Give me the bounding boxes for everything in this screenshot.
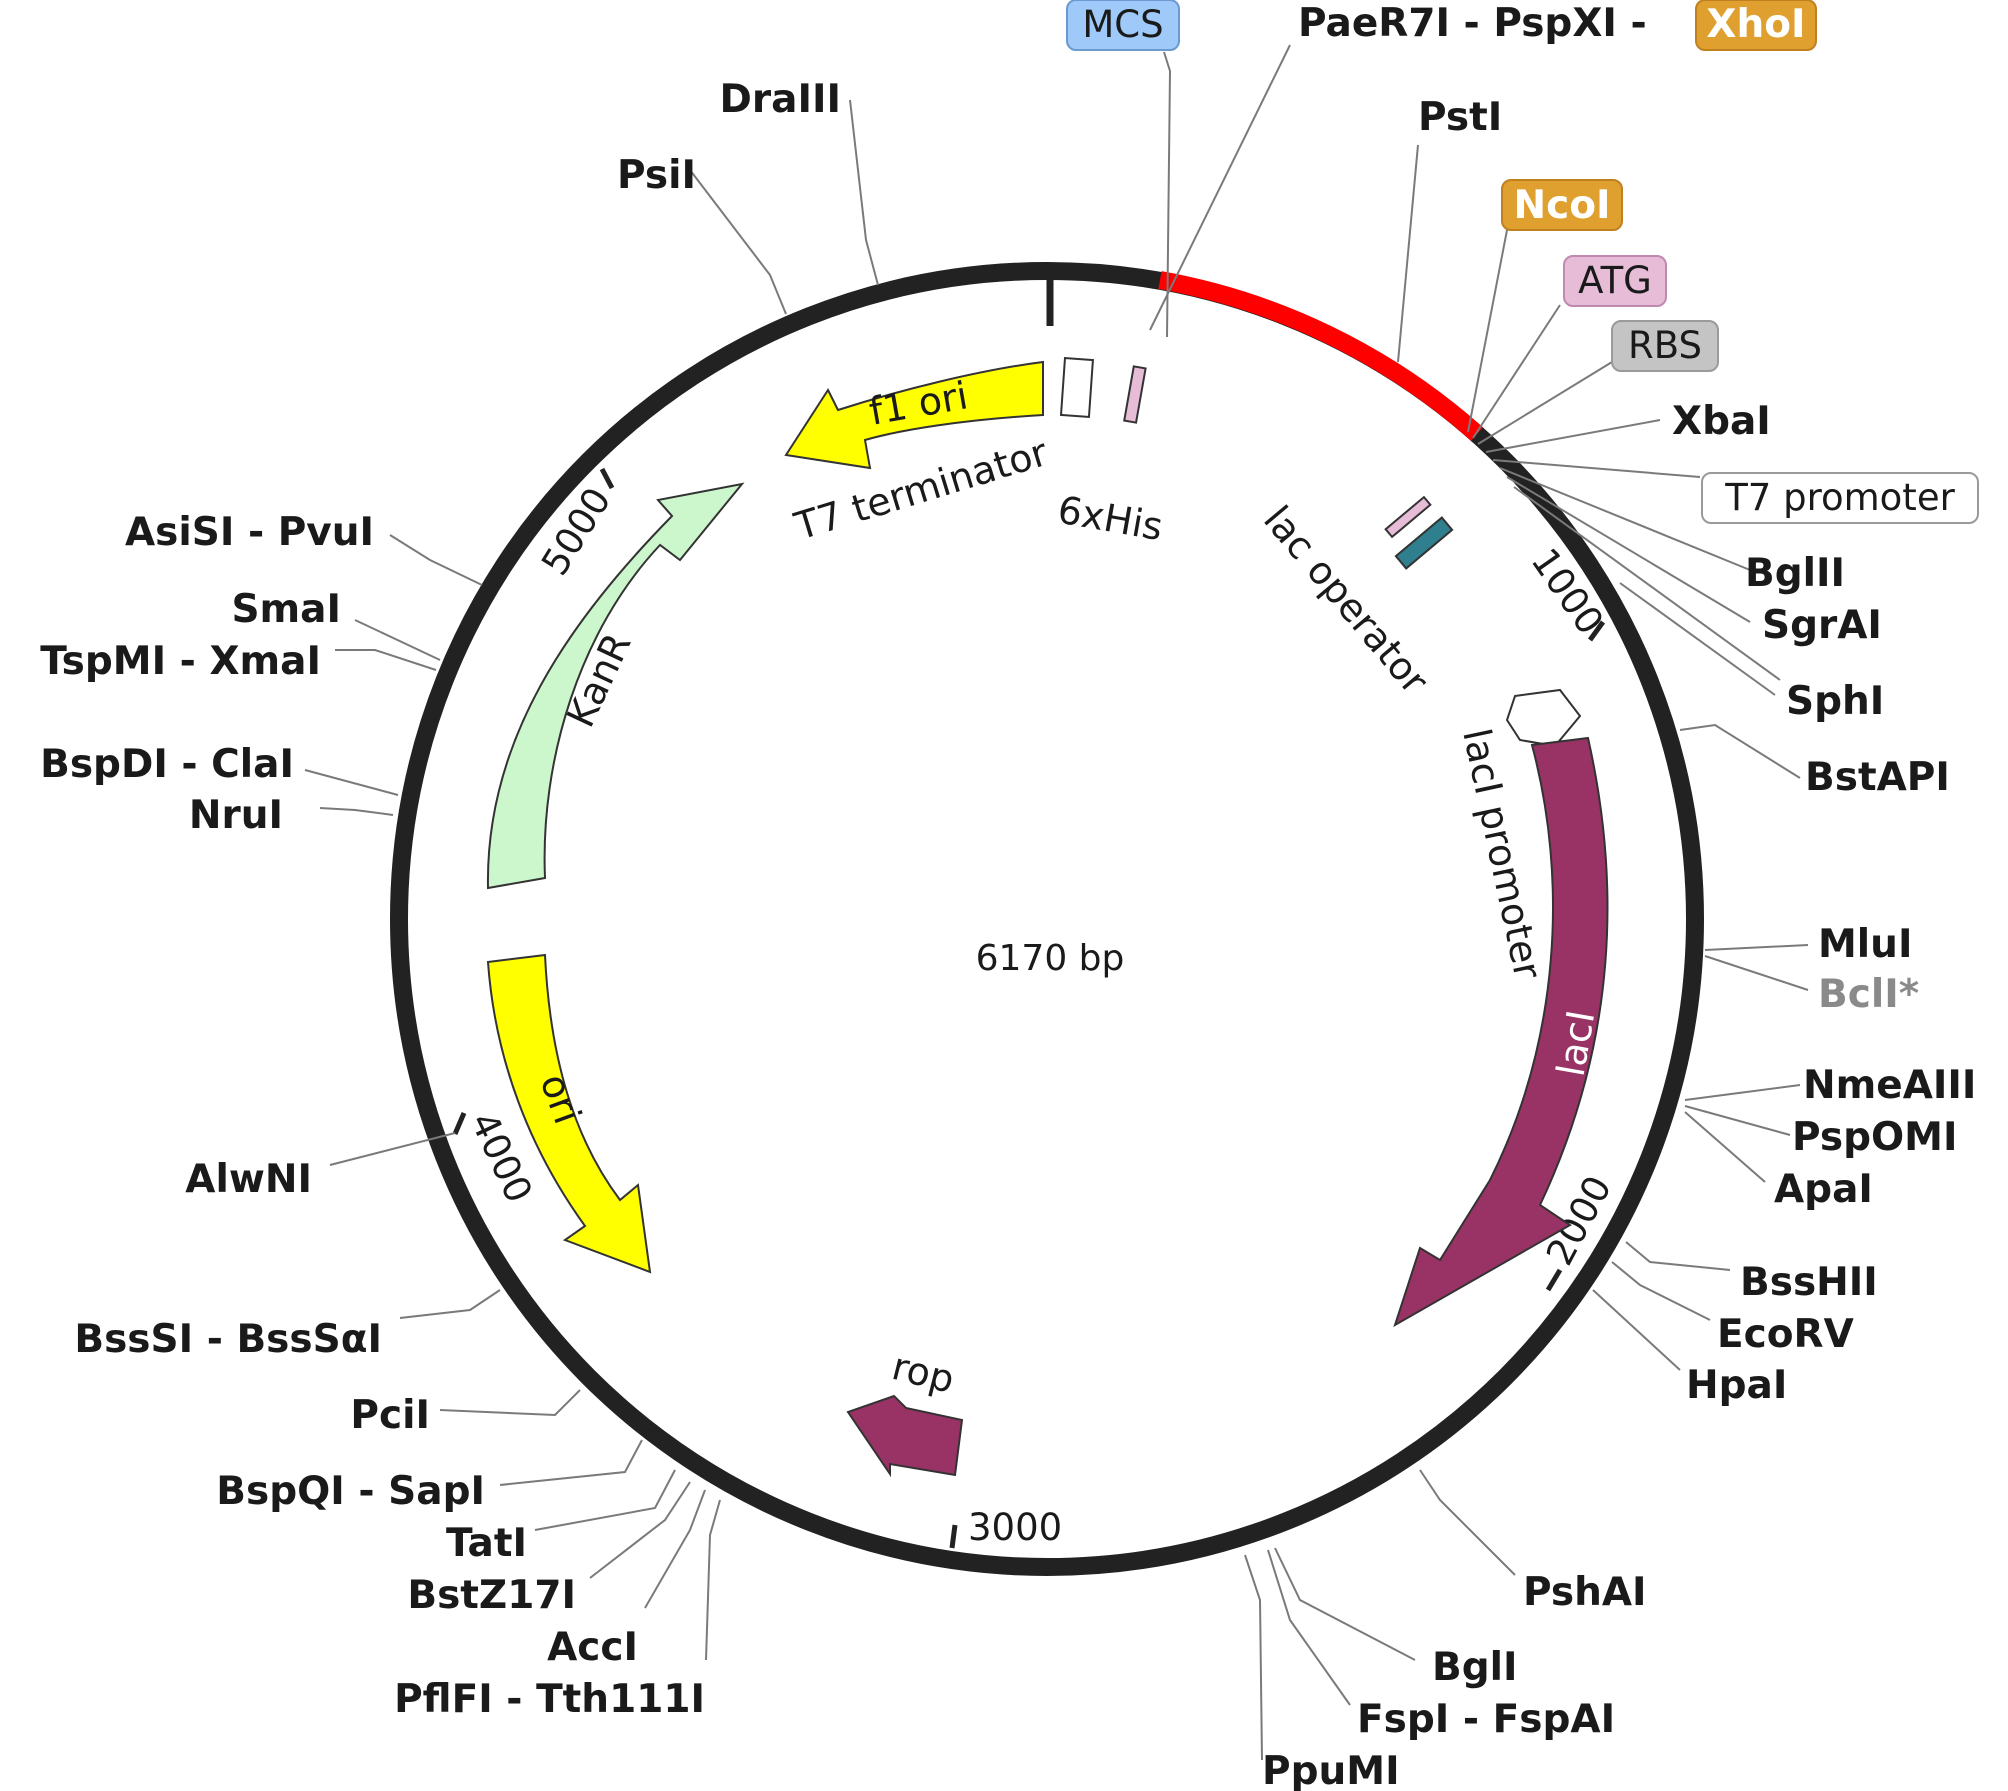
site-ncoI: NcoI (1513, 183, 1610, 228)
ncoI-badge (1501, 179, 1623, 231)
site-bspDI: BspDI - ClaI (40, 742, 294, 787)
rop-label: rop (888, 1344, 959, 1402)
t7-terminator-box (1059, 357, 1094, 418)
site-bspQI: BspQI - SapI (216, 1469, 485, 1514)
site-pciI: PciI (350, 1393, 430, 1438)
his-tag-label: 6xHis (1054, 488, 1166, 550)
site-sphI: SphI (1786, 679, 1884, 724)
site-draIII: DraIII (720, 77, 841, 122)
site-ecoRV: EcoRV (1717, 1312, 1854, 1357)
f1-ori-arrow (784, 360, 1044, 470)
site-bstZ17I: BstZ17I (407, 1573, 576, 1618)
ori-arrow (486, 953, 652, 1274)
kanr-arrow (486, 482, 745, 890)
site-apaI: ApaI (1774, 1167, 1873, 1212)
tick-mark-4000 (452, 1112, 467, 1135)
site-paeR7I: PaeR7I - PspXI - (1298, 1, 1647, 46)
mcs-badge (1066, 0, 1180, 51)
site-bglII: BglII (1745, 551, 1845, 596)
t7-promoter-badge (1701, 472, 1979, 524)
his-tag-box (1123, 365, 1147, 424)
site-pstI: PstI (1418, 95, 1502, 140)
lac-operator-box (1384, 495, 1432, 539)
site-nmeAIII: NmeAIII (1803, 1063, 1976, 1108)
tick-mark-5000 (599, 467, 615, 490)
site-bssHII: BssHII (1740, 1260, 1878, 1305)
tick-mark-1000 (1587, 620, 1606, 642)
t7-promoter-badge-text: T7 promoter (1724, 476, 1955, 519)
site-xbaI: XbaI (1672, 399, 1771, 444)
tick-label-3000: 3000 (968, 1506, 1062, 1549)
tick-mark-2000 (1545, 1268, 1563, 1292)
insert-region-arc (1158, 271, 1483, 441)
site-psiI: PsiI (617, 153, 696, 198)
site-asiSI: AsiSI - PvuI (125, 510, 374, 555)
f1-ori-label: f1 ori (866, 373, 971, 434)
site-pflFI: PflFI - Tth111I (394, 1677, 705, 1722)
laci-promoter-arrow (1505, 688, 1582, 748)
rbs-badge (1611, 320, 1719, 372)
site-bstAPI: BstAPI (1805, 755, 1950, 800)
site-pspOMI: PspOMI (1792, 1115, 1958, 1160)
site-tspMI: TspMI - XmaI (40, 639, 321, 684)
site-sgrAI: SgrAI (1762, 603, 1882, 648)
site-bclI: BclI* (1818, 972, 1919, 1017)
site-bglI: BglI (1432, 1645, 1518, 1690)
mcs-badge-text: MCS (1082, 3, 1163, 46)
laci-arrow (1393, 736, 1609, 1328)
site-pshAI: PshAI (1523, 1570, 1647, 1615)
site-alwNI: AlwNI (185, 1157, 312, 1202)
site-fspI: FspI - FspAI (1357, 1697, 1615, 1742)
site-hpaI: HpaI (1686, 1363, 1787, 1408)
site-tatI: TatI (446, 1521, 527, 1566)
site-mluI: MluI (1818, 922, 1912, 967)
rop-arrow (846, 1394, 964, 1478)
tick-mark-3000 (949, 1524, 958, 1549)
site-bssSI: BssSI - BssSαI (74, 1317, 382, 1362)
leader-lines (304, 44, 1809, 1761)
plasmid-backbone (390, 262, 1704, 1576)
site-xhoI: XhoI (1706, 2, 1805, 47)
rbs-badge-text: RBS (1628, 324, 1702, 367)
plasmid-size-label: 6170 bp (976, 938, 1125, 979)
t7-promoter-box (1394, 516, 1454, 570)
atg-badge (1563, 255, 1667, 307)
site-smaI: SmaI (231, 587, 341, 632)
site-nruI: NruI (189, 793, 283, 838)
xhoI-badge (1695, 0, 1817, 51)
atg-badge-text: ATG (1578, 259, 1652, 302)
site-ppuMI: PpuMI (1262, 1749, 1400, 1791)
lac-operator-label: lac operator (1255, 498, 1437, 703)
site-accI: AccI (547, 1625, 638, 1670)
